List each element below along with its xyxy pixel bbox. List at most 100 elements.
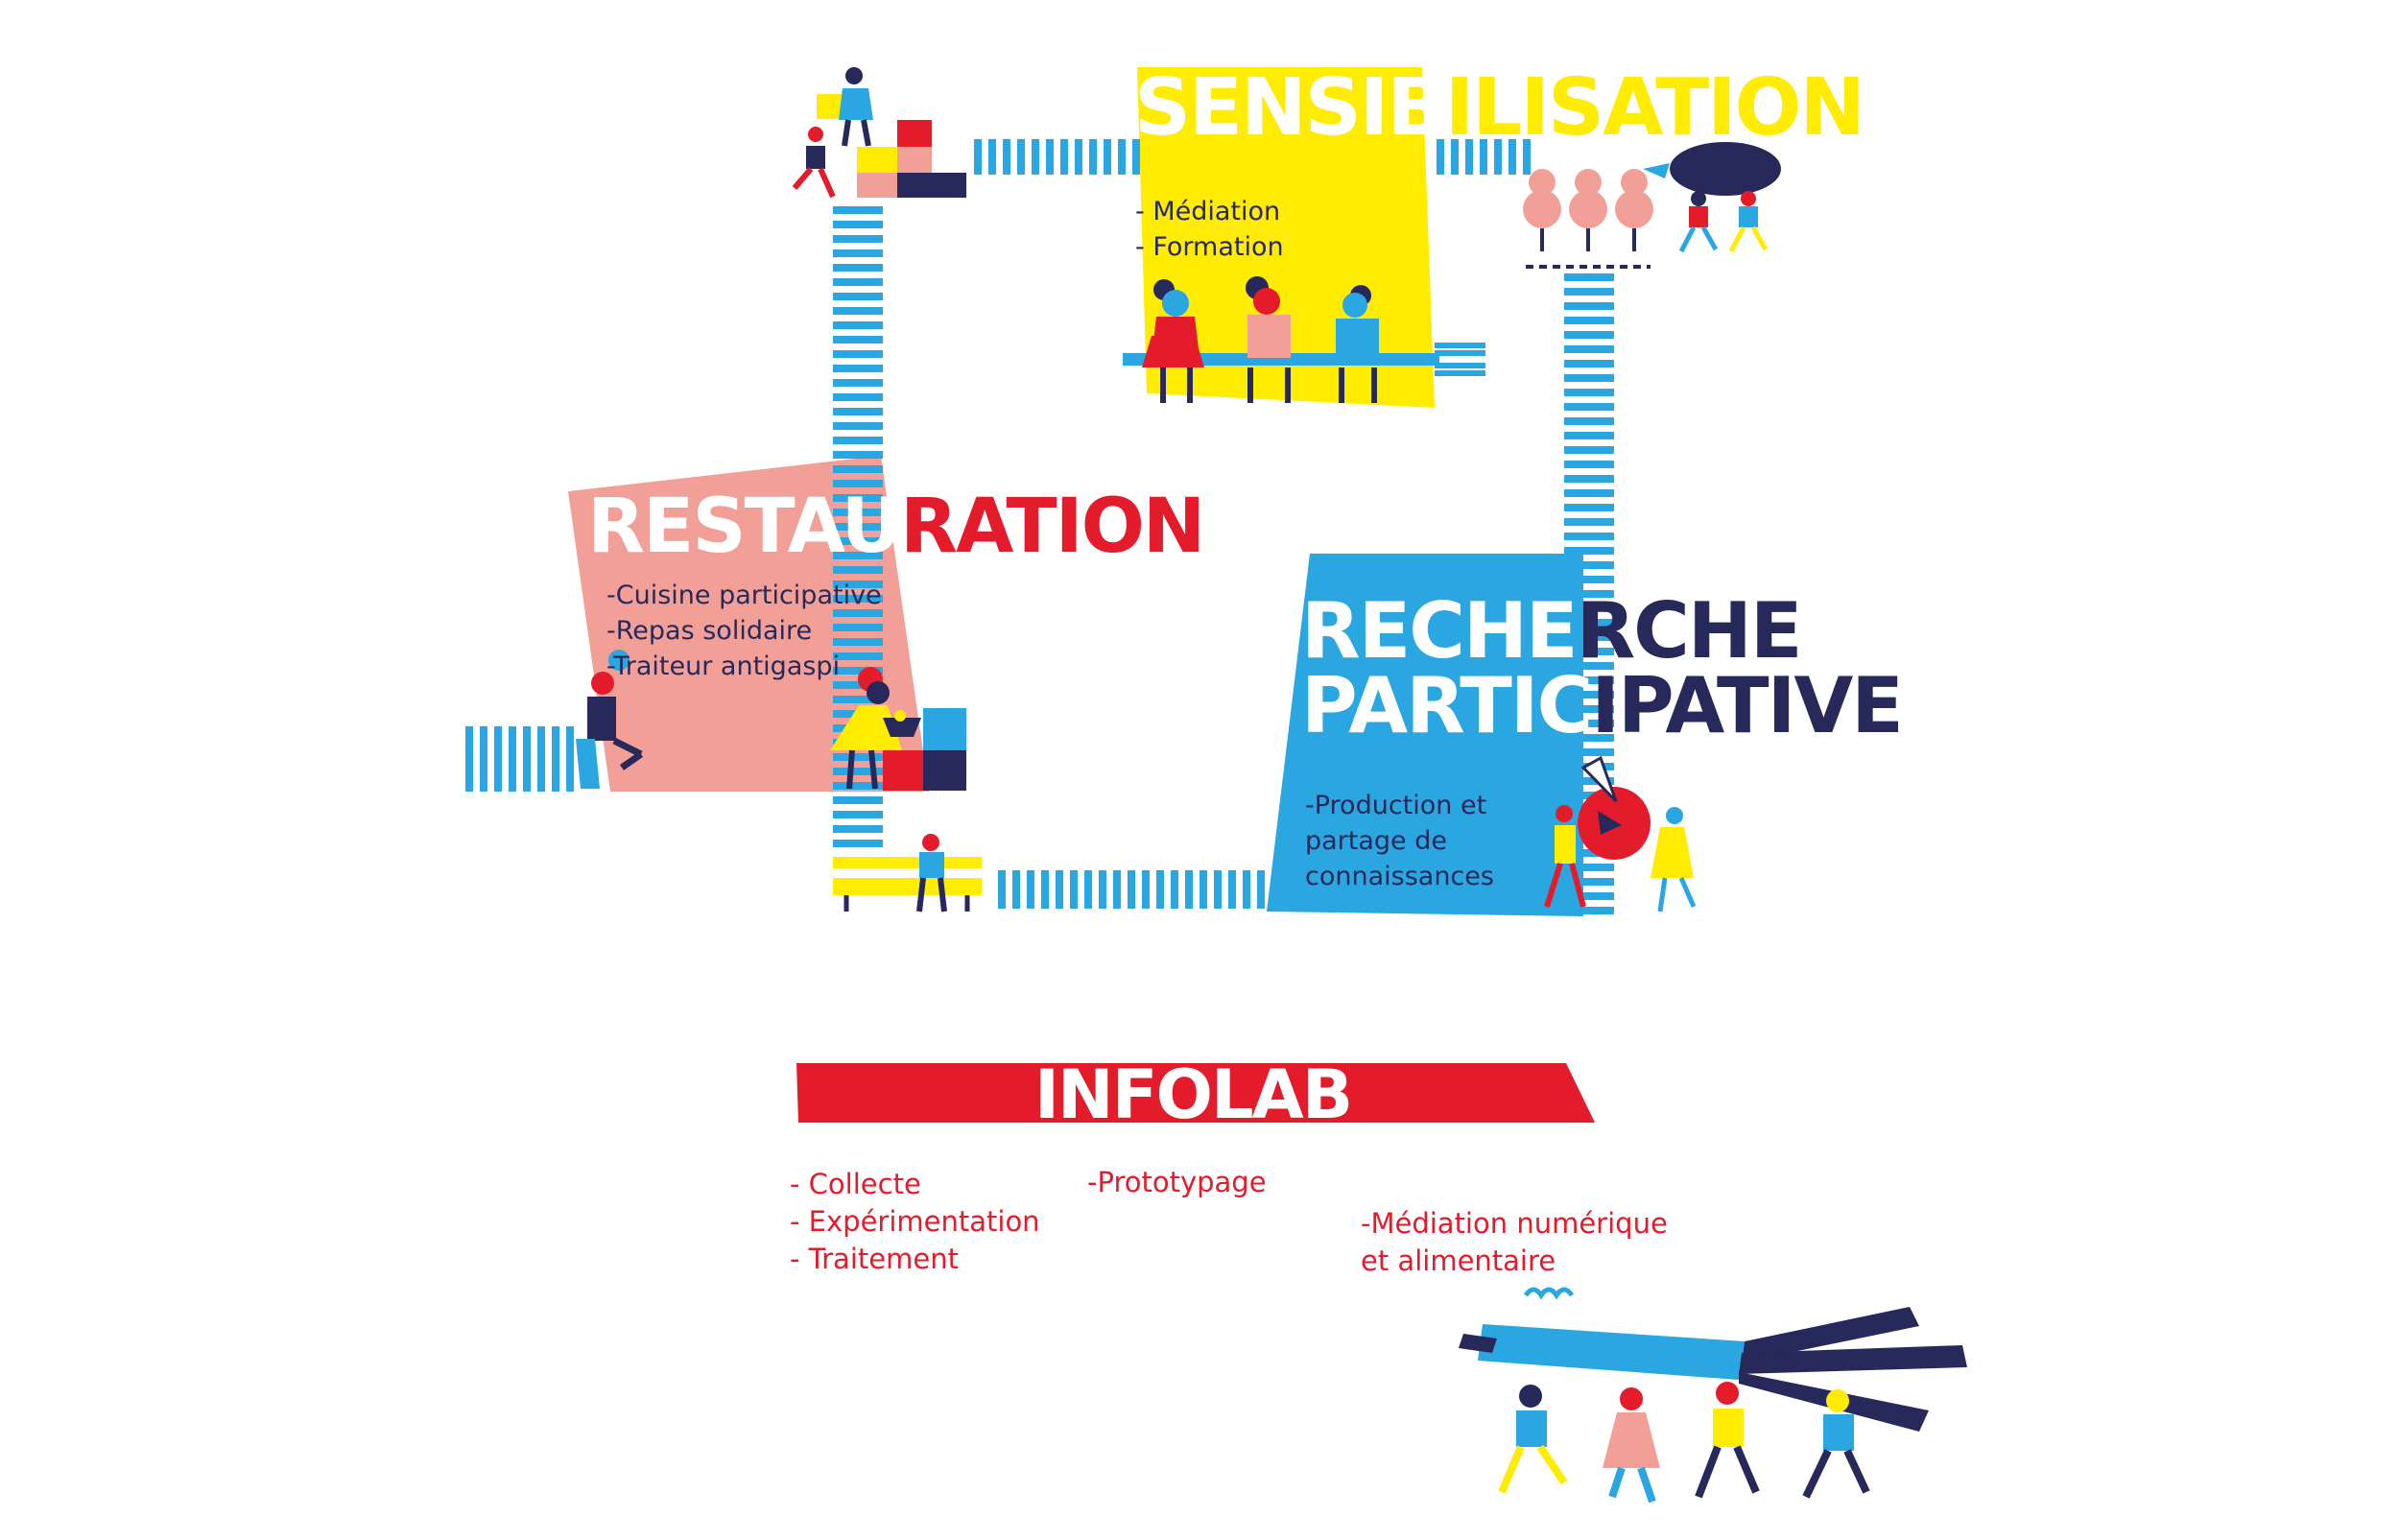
sensibilisation-title-part-1: SENSIB [1134, 62, 1447, 154]
track-left-stripe [833, 840, 883, 847]
track-right-stripe [1564, 302, 1614, 310]
track-left-stripe [833, 681, 883, 689]
recherche-line-2-part-2: IPATIVE [1591, 661, 1904, 750]
track-left-stripe [833, 796, 883, 804]
track-right-stripe [1564, 662, 1614, 670]
track-left-stripe [833, 249, 883, 257]
person-with-bowl-icon [830, 667, 921, 790]
track-bottom-stripe [1271, 870, 1279, 909]
track-right-stripe [1564, 518, 1614, 526]
track-left-stub-stripe [523, 726, 531, 792]
track-right-stripe [1564, 331, 1614, 339]
sensibilisation-title-part-2: ILISATION [1444, 62, 1865, 154]
track-left-stripe [833, 336, 883, 344]
recherche-line-1-part-1: RECHE [1301, 586, 1579, 675]
track-bottom-stripe [1200, 870, 1207, 909]
track-bottom-stripe [1128, 870, 1135, 909]
track-top-left-stripe [1075, 139, 1082, 175]
track-left-stub-stripe [509, 726, 516, 792]
recherche-line-2-part-1: PARTIC [1301, 661, 1593, 750]
track-right-stripe [1564, 590, 1614, 598]
track-right-stripe [1564, 547, 1614, 555]
track-bottom-stripe [1027, 870, 1034, 909]
track-left-stripe [833, 264, 883, 272]
infolab-col-2: -Prototypage [1087, 1164, 1267, 1201]
track-right-stripe [1564, 403, 1614, 411]
track-bottom-stripe [1041, 870, 1049, 909]
people-on-fork-icon [1123, 276, 1485, 403]
people-pushing-tomato-icon [1544, 805, 1697, 912]
track-left-stripe [833, 235, 883, 243]
track-bottom-stripe [1257, 870, 1265, 909]
track-left-stripe [833, 753, 883, 761]
track-left-stripe [833, 206, 883, 214]
track-bottom-stripe [1142, 870, 1150, 909]
track-top-left-stripe [1046, 139, 1054, 175]
infolab-col-1-item-2: - Expérimentation [790, 1205, 1040, 1238]
track-right-stripe [1564, 273, 1614, 281]
track-left-stripe [833, 393, 883, 401]
infolab-col-1-item-1: - Collecte [790, 1168, 921, 1200]
tomato-icon [1578, 755, 1651, 860]
track-left-stripe [833, 494, 883, 502]
track-top-right-stripe [1480, 139, 1487, 175]
track-left-stub-stripe [480, 726, 487, 792]
track-right-stripe [1564, 648, 1614, 655]
track-bottom-stripe [1243, 870, 1250, 909]
cook-kneeling-icon [576, 650, 644, 789]
trees-icon [1523, 169, 1653, 269]
track-right-stripe [1564, 676, 1614, 684]
restauration-item-1: -Cuisine participative [606, 580, 882, 610]
track-left-stripe [833, 552, 883, 559]
track-left-stripe [833, 307, 883, 315]
track-top-right-stripe [1494, 139, 1502, 175]
track-left-stripe [833, 509, 883, 516]
track-left-stripe [833, 624, 883, 631]
restauration-title-part-1: RESTAU [587, 484, 902, 570]
track-left-stub-stripe [465, 726, 473, 792]
bench-icon [833, 834, 982, 912]
people-carrying-leek-icon [1498, 1382, 1870, 1504]
track-right-stripe [1564, 461, 1614, 468]
track-right-stripe [1564, 633, 1614, 641]
track-right-stripe [1564, 533, 1614, 540]
track-left-stripe [833, 595, 883, 603]
track-bottom [998, 870, 1279, 909]
track-left-stripe [833, 408, 883, 415]
track-left-stub-stripe [566, 726, 574, 792]
track-right-stripe [1564, 446, 1614, 454]
track-right-stripe [1564, 892, 1614, 900]
track-left-stripe [833, 782, 883, 790]
track-left-stripe [833, 465, 883, 473]
track-right-stripe [1564, 619, 1614, 627]
track-left-stripe [833, 451, 883, 459]
track-top-left-stripe [974, 139, 982, 175]
track-bottom-stripe [1214, 870, 1222, 909]
track-left-stripe [833, 350, 883, 358]
sensibilisation-list: - Médiation - Formation [1135, 194, 1284, 265]
track-left-stripe [833, 825, 883, 833]
people-carrying-eggplant-icon [1678, 191, 1769, 253]
infolab-col-2-item-1: -Prototypage [1087, 1166, 1267, 1198]
track-right-stripe [1564, 360, 1614, 367]
infolab-title: INFOLAB [1034, 1055, 1353, 1134]
track-left-stripe [833, 365, 883, 372]
track-right-stripe [1564, 777, 1614, 785]
track-right-stripe [1564, 345, 1614, 353]
track-top-left [974, 139, 1140, 175]
track-bottom-stripe [998, 870, 1006, 909]
track-left-stripe [833, 379, 883, 387]
track-right-stripe [1564, 604, 1614, 612]
track-right-stripe [1564, 504, 1614, 511]
track-right-stripe [1564, 705, 1614, 713]
track-left-stripe [833, 696, 883, 703]
track-bottom-stripe [1185, 870, 1193, 909]
track-right-stripe [1564, 489, 1614, 497]
track-bottom-stripe [1156, 870, 1164, 909]
infolab-banner [796, 1063, 1595, 1123]
recherche-line-1-part-2: RCHE [1576, 586, 1803, 675]
restauration-item-3: -Traiteur antigaspi [606, 652, 841, 681]
track-right-stripe [1564, 878, 1614, 886]
